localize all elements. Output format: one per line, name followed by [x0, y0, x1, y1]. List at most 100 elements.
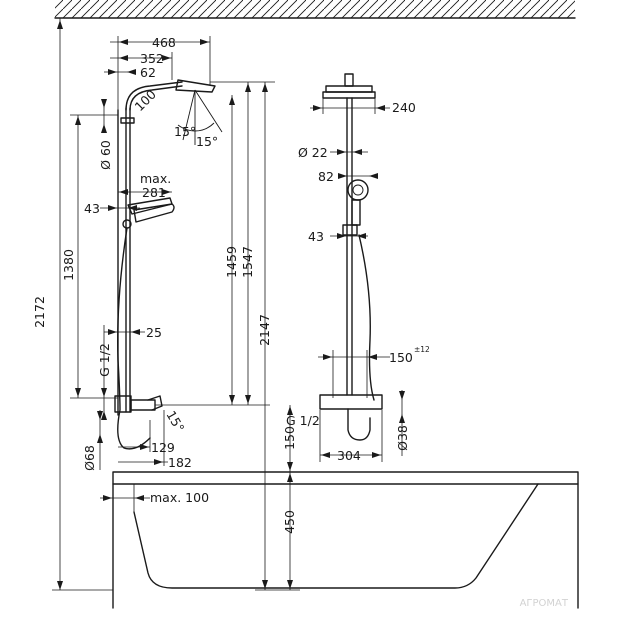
label-129: 129 — [151, 440, 175, 455]
head-tilt-line-b — [194, 89, 223, 133]
dim-2147-arrow-bottom — [262, 580, 268, 589]
dim-150c-arrow-l — [323, 354, 332, 360]
dim-182-arrow-r — [154, 459, 163, 465]
label-62: 62 — [140, 65, 156, 80]
label-352: 352 — [140, 51, 164, 66]
dim-352-arrow-l — [119, 55, 128, 61]
dim-68-arrow-bottom — [97, 434, 103, 443]
label-2172: 2172 — [32, 296, 47, 328]
shower-hose-left — [116, 227, 151, 450]
label-diameter-38: Ø38 — [395, 425, 410, 451]
dim-468-arrow-r — [200, 39, 209, 45]
label-1459: 1459 — [224, 246, 239, 278]
label-82: 82 — [318, 169, 334, 184]
label-468: 468 — [152, 35, 176, 50]
thermostat-handle-side — [147, 395, 163, 411]
dim-304-arrow-l — [321, 452, 330, 458]
label-182: 182 — [168, 455, 192, 470]
shower-arm-top — [344, 73, 354, 87]
label-43-left: 43 — [84, 201, 100, 216]
dim-60-arrow-top — [101, 99, 107, 108]
thermostat-body-side — [130, 399, 156, 411]
dim-43-left-arrow-r — [128, 205, 137, 211]
bathtub-outline — [112, 471, 579, 609]
dim-62-arrow-l — [108, 69, 117, 75]
dim-68-arrow-top — [97, 411, 103, 420]
dim-1459-arrow-bottom — [229, 395, 235, 404]
dim-2147-arrow-top — [262, 83, 268, 92]
dim-150-arrow-bottom — [287, 462, 293, 471]
overhead-shower-head — [175, 79, 216, 93]
dim-max100-arrow-r — [135, 495, 144, 501]
dim-82-arrow-l — [338, 173, 347, 179]
dim-1380-arrow-top — [75, 116, 81, 125]
dim-22-arrow-l — [337, 149, 346, 155]
bathtub-inner-profile — [133, 483, 539, 589]
head-tilt-line-a — [182, 89, 196, 141]
dim-450-arrow-bottom — [287, 580, 293, 589]
bathtub — [112, 471, 579, 609]
dimension-lines — [52, 18, 405, 591]
shower-arm-inner — [129, 85, 183, 111]
thermostat-front — [319, 394, 383, 410]
label-max-100: max. 100 — [150, 490, 209, 505]
label-240: 240 — [392, 100, 416, 115]
dim-82-arrow-r — [369, 173, 378, 179]
dim-38-arrow-top — [399, 391, 405, 400]
label-tilt-b: 15° — [196, 134, 218, 149]
label-450: 450 — [282, 510, 297, 534]
shower-hose-front — [358, 234, 375, 401]
dim-352-arrow-r — [162, 55, 171, 61]
dim-g-left-arrow-top — [101, 388, 107, 397]
shower-column-front-view — [319, 73, 383, 441]
label-max: max. — [140, 171, 171, 186]
dim-150-arrow-top — [287, 406, 293, 415]
dim-2172-arrow-top — [57, 20, 63, 29]
dim-129-arrow-r — [140, 444, 149, 450]
label-281: 281 — [142, 185, 166, 200]
dim-43-left-arrow-l — [108, 205, 117, 211]
label-diameter-68: Ø68 — [82, 445, 97, 471]
thermostat-outlet-front — [347, 408, 371, 441]
label-1547: 1547 — [240, 246, 255, 278]
label-1380: 1380 — [61, 249, 76, 281]
watermark: АГРОМАТ — [520, 598, 569, 609]
dim-43-right-arrow-l — [337, 233, 346, 239]
hand-shower-front — [347, 179, 369, 201]
dim-43-right-arrow-r — [357, 233, 366, 239]
dim-max100-arrow-l — [103, 495, 112, 501]
tilt-arc-a — [177, 124, 196, 132]
overhead-shower-front — [322, 91, 376, 99]
label-2147: 2147 — [257, 314, 272, 346]
overhead-shower-front-top — [325, 85, 373, 93]
dim-25-arrow-l — [108, 329, 117, 335]
dim-281-arrow-l — [119, 189, 128, 195]
dim-2172-arrow-bottom — [57, 581, 63, 590]
shower-arm — [125, 81, 183, 111]
label-diameter-60: Ø 60 — [98, 140, 113, 170]
hand-shower-body — [133, 203, 175, 223]
dim-1547-arrow-bottom — [245, 395, 251, 404]
label-tilt-thermo: 15° — [163, 408, 187, 435]
label-tilt-a: 15° — [174, 124, 196, 139]
label-43-right: 43 — [308, 229, 324, 244]
holder-front — [351, 199, 361, 226]
dim-38-arrow-bottom — [399, 414, 405, 423]
dim-240-arrow-l — [313, 105, 322, 111]
ceiling-hatch — [55, 0, 575, 18]
wall-bracket-top — [120, 117, 135, 124]
dim-304-arrow-r — [372, 452, 381, 458]
label-diameter-22: Ø 22 — [298, 145, 328, 160]
label-thread-left: G 1/2 — [97, 343, 112, 377]
label-304: 304 — [337, 448, 361, 463]
dim-281-arrow-r — [162, 189, 171, 195]
label-tolerance: ±12 — [414, 345, 430, 354]
dim-1547-arrow-top — [245, 83, 251, 92]
dim-468-arrow-l — [119, 39, 128, 45]
dim-60-arrow-bottom — [101, 124, 107, 133]
dim-22-arrow-r — [353, 149, 362, 155]
shower-column-side-view — [114, 79, 223, 450]
dim-25-arrow-r — [131, 329, 140, 335]
hand-shower-front-inner — [352, 184, 364, 196]
